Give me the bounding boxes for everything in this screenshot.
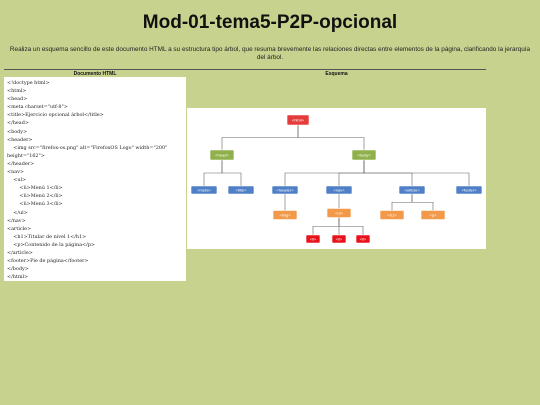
code-line: height="162"> — [7, 152, 45, 159]
tree-node-box — [355, 234, 371, 244]
tree-node-label: <head> — [215, 152, 229, 157]
connector-body-footer — [363, 160, 470, 186]
code-line: <li>Menú 3</li> — [7, 201, 63, 208]
tree-node-box — [271, 185, 299, 195]
tree-node-label: <meta> — [197, 187, 211, 192]
code-line: </header> — [7, 160, 35, 167]
tree-node-title: <title> — [227, 185, 255, 195]
tree-node-head: <head> — [209, 149, 235, 161]
tree-node-label: <body> — [357, 152, 371, 157]
tree-node-box — [379, 210, 405, 220]
code-line: </nav> — [7, 217, 26, 224]
html-code-panel: <!doctype html> <html><head><meta charset… — [4, 77, 186, 281]
code-column-header: Documento HTML — [73, 71, 117, 77]
tree-node-label: <nav> — [333, 187, 345, 192]
code-line: </ul> — [7, 209, 28, 216]
tree-node-p: <p> — [420, 210, 446, 220]
connector-head-meta — [203, 160, 223, 186]
tree-node-nav: <nav> — [325, 185, 353, 195]
tree-node-label: <li> — [336, 236, 343, 241]
tree-node-label: <ul> — [335, 210, 343, 215]
code-line: <h1>Titular de nivel 1</h1> — [7, 233, 87, 240]
tree-node-h1: <h1> — [379, 210, 405, 220]
tree-node-label: <footer> — [462, 187, 478, 192]
code-line: <!doctype html> — [7, 80, 50, 86]
tree-node-header: <header> — [271, 185, 299, 195]
code-line: </article> — [7, 249, 33, 256]
connector-ul-li3 — [338, 217, 364, 235]
tree-node-box — [455, 185, 483, 195]
code-line: <li>Menú 1</li> — [7, 185, 63, 192]
tree-column-header: Esquema — [325, 71, 348, 77]
code-line: <ul> — [7, 177, 27, 184]
code-line: <nav> — [7, 169, 25, 176]
code-line: <li>Menú 2</li> — [7, 193, 63, 200]
code-line: <article> — [7, 225, 32, 232]
tree-node-li1: <li> — [305, 234, 321, 244]
tree-node-body: <body> — [351, 149, 377, 161]
connector-article-h1 — [391, 194, 413, 211]
tree-node-box — [326, 208, 352, 218]
code-line: <head> — [7, 96, 28, 103]
tree-node-li2: <li> — [331, 234, 347, 244]
code-line: <p>Contenido de la página</p> — [7, 241, 95, 248]
code-line: <title>Ejercicio opcional árbol</title> — [7, 112, 104, 119]
tree-node-footer: <footer> — [455, 185, 483, 195]
code-line: <footer>Pie de página</footer> — [7, 258, 89, 265]
connector-ul-li1 — [312, 217, 340, 235]
tree-node-label: <p> — [430, 212, 438, 217]
tree-node-label: <h1> — [387, 212, 397, 217]
tree-node-box — [325, 185, 353, 195]
tree-node-label: <article> — [404, 187, 420, 192]
code-line: </body> — [7, 266, 29, 273]
tree-node-box — [351, 149, 377, 161]
tree-node-box — [331, 234, 347, 244]
tree-node-label: <li> — [360, 236, 367, 241]
tree-node-label: <header> — [276, 187, 294, 192]
tree-diagram: <html> <head> <body> <meta> <title> <header> <… — [190, 114, 483, 244]
code-line: </html> — [7, 274, 29, 281]
tree-node-box — [227, 185, 255, 195]
connector-html-body — [297, 125, 365, 150]
divider — [4, 69, 486, 70]
tree-node-label: <html> — [292, 117, 305, 122]
code-line: <img src="firefox-os.png" alt="FirefoxOS… — [7, 144, 168, 151]
tree-node-box — [209, 149, 235, 161]
intro-text: Realiza un esquema sencillo de este docu… — [9, 46, 531, 61]
tree-node-label: <img> — [279, 212, 291, 217]
code-line: <html> — [7, 88, 27, 95]
code-line: </head> — [7, 120, 29, 127]
tree-node-meta: <meta> — [190, 185, 218, 195]
tree-node-box — [398, 185, 426, 195]
tree-node-img: <img> — [272, 210, 298, 220]
tree-node-box — [286, 114, 310, 126]
connector-article-p — [411, 194, 434, 211]
code-line: <header> — [7, 136, 33, 143]
code-line: <meta charset="utf-8"> — [7, 104, 68, 111]
tree-node-box — [420, 210, 446, 220]
tree-node-ul: <ul> — [326, 208, 352, 218]
tree-node-li3: <li> — [355, 234, 371, 244]
page-title: Mod-01-tema5-P2P-opcional — [142, 12, 398, 33]
tree-node-label: <title> — [236, 187, 248, 192]
code-line: <body> — [7, 128, 28, 135]
connector-html-head — [221, 125, 299, 150]
connector-body-nav — [338, 160, 365, 186]
tree-node-box — [305, 234, 321, 244]
tree-node-label: <li> — [310, 236, 317, 241]
tree-node-article: <article> — [398, 185, 426, 195]
connector-head-title — [221, 160, 242, 186]
tree-diagram-panel: <html> <head> <body> <meta> <title> <header> <… — [187, 108, 486, 249]
tree-node-box — [190, 185, 218, 195]
tree-node-box — [272, 210, 298, 220]
tree-node-html: <html> — [286, 114, 310, 126]
